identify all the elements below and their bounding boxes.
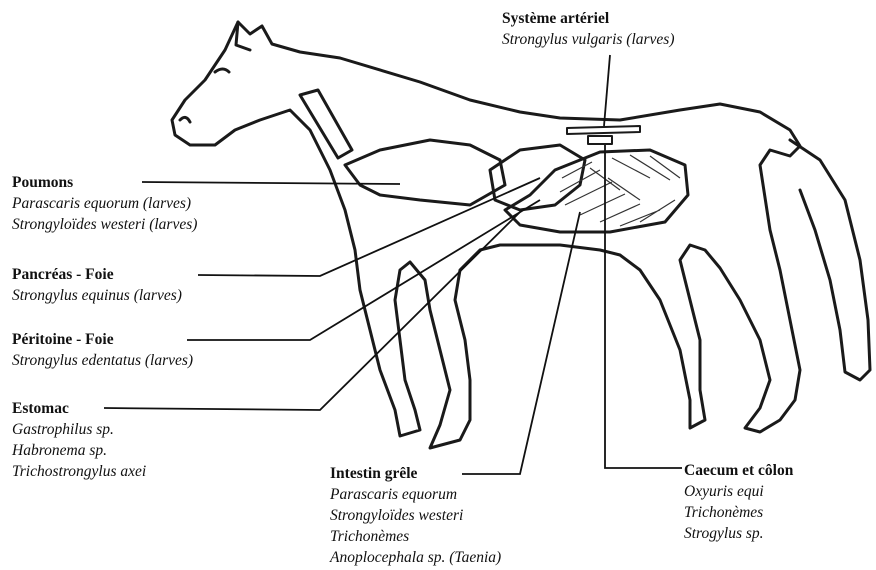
label-estomac: Estomac Gastrophilus sp. Habronema sp. T…	[12, 398, 146, 482]
label-title: Système artériel	[502, 8, 675, 29]
arterial-bar	[567, 126, 640, 134]
label-title: Intestin grêle	[330, 463, 501, 484]
label-caecum-colon: Caecum et côlon Oxyuris equi Trichonèmes…	[684, 460, 793, 544]
label-systeme-arteriel: Système artériel Strongylus vulgaris (la…	[502, 8, 675, 50]
label-peritoine-foie: Péritoine - Foie Strongylus edentatus (l…	[12, 329, 193, 371]
label-item: Parascaris equorum	[330, 484, 501, 505]
label-item: Habronema sp.	[12, 440, 146, 461]
label-pancreas-foie: Pancréas - Foie Strongylus equinus (larv…	[12, 264, 182, 306]
horse-tail	[790, 140, 870, 380]
label-item: Oxyuris equi	[684, 481, 793, 502]
colon	[505, 150, 688, 232]
label-poumons: Poumons Parascaris equorum (larves) Stro…	[12, 172, 197, 235]
lungs	[345, 140, 505, 205]
label-title: Péritoine - Foie	[12, 329, 193, 350]
label-item: Parascaris equorum (larves)	[12, 193, 197, 214]
label-item: Strongylus vulgaris (larves)	[502, 29, 675, 50]
label-item: Gastrophilus sp.	[12, 419, 146, 440]
label-item: Strongyloïdes westeri (larves)	[12, 214, 197, 235]
leader-systeme-arteriel	[604, 55, 610, 126]
leader-caecum-colon	[605, 145, 682, 468]
label-title: Caecum et côlon	[684, 460, 793, 481]
label-item: Trichonèmes	[684, 502, 793, 523]
horse-nostril	[180, 117, 190, 122]
trachea	[300, 90, 352, 158]
horse-outline	[172, 22, 800, 448]
label-title: Estomac	[12, 398, 146, 419]
label-title: Poumons	[12, 172, 197, 193]
horse-eye	[215, 69, 229, 72]
label-item: Strongylus edentatus (larves)	[12, 350, 193, 371]
label-intestin-grele: Intestin grêle Parascaris equorum Strong…	[330, 463, 501, 568]
label-item: Strongylus equinus (larves)	[12, 285, 182, 306]
label-title: Pancréas - Foie	[12, 264, 182, 285]
label-item: Anoplocephala sp. (Taenia)	[330, 547, 501, 568]
leader-peritoine-foie	[187, 200, 540, 340]
arterial-bar-lower	[588, 136, 612, 144]
label-item: Trichonèmes	[330, 526, 501, 547]
label-item: Trichostrongylus axei	[12, 461, 146, 482]
label-item: Strongyloïdes westeri	[330, 505, 501, 526]
label-item: Strogylus sp.	[684, 523, 793, 544]
